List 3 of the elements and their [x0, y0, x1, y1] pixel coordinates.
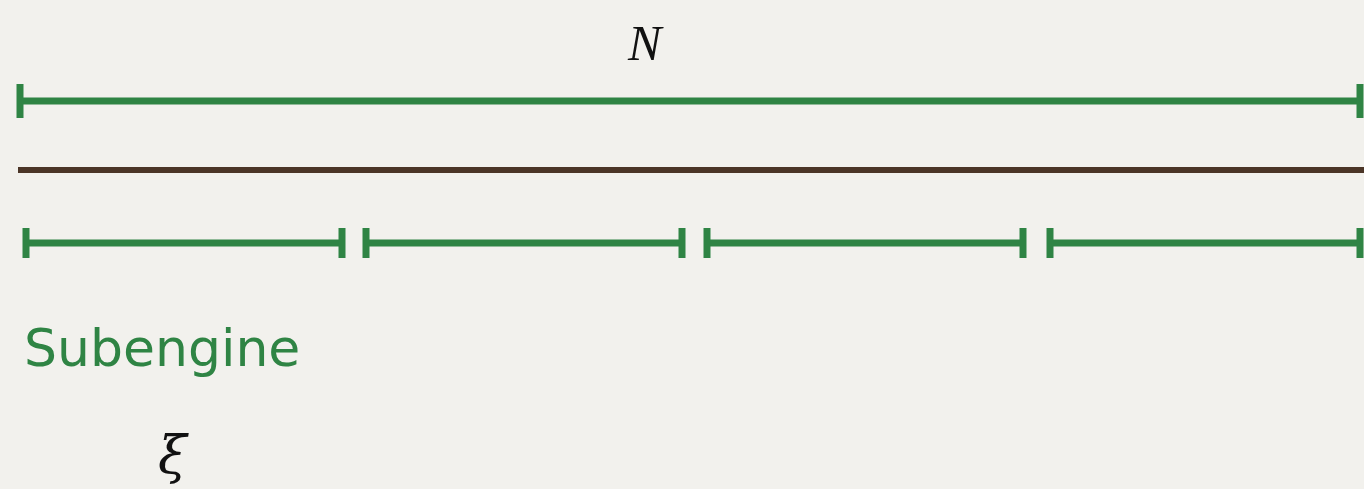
subengine-label: Subengine	[24, 318, 301, 378]
symbol-label: ξ	[158, 425, 187, 485]
dimension-label: N	[628, 14, 662, 72]
